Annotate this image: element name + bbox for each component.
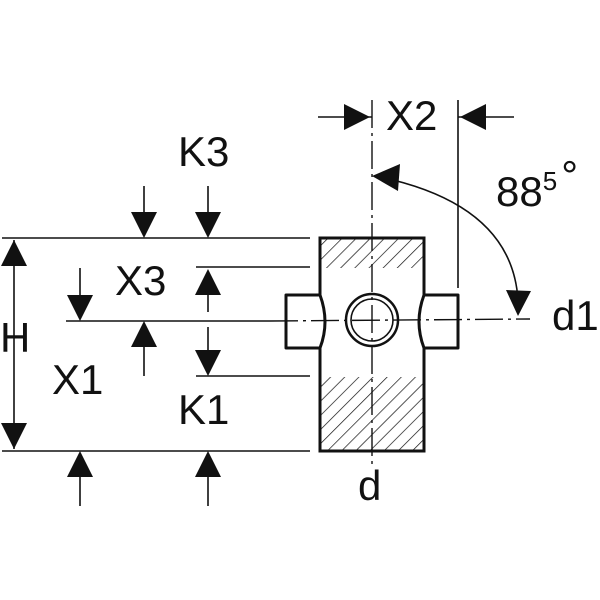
k3-left-arrowhead: [131, 212, 157, 238]
h-top-arrowhead: [1, 240, 27, 266]
h-bottom-arrowhead: [1, 423, 27, 449]
labels: K3 X2 X3 H X1 K1 d d1 885°: [0, 92, 599, 509]
right-branch: [417, 293, 460, 350]
label-x3: X3: [115, 257, 166, 304]
angle-superscript: 5: [543, 166, 557, 196]
label-k1: K1: [178, 386, 229, 433]
x1-up-arrowhead: [131, 321, 157, 347]
x2-right-arrowhead: [460, 104, 486, 130]
label-h: H: [0, 314, 30, 361]
label-d: d: [358, 462, 381, 509]
angle-start-arrowhead: [372, 164, 400, 191]
k1-down-arrowhead: [195, 350, 221, 376]
arrowheads: [1, 104, 531, 477]
angle-value: 88: [496, 168, 543, 215]
label-angle: 885°: [496, 152, 578, 215]
label-x1: X1: [52, 356, 103, 403]
angle-arc: [379, 176, 519, 301]
x3-up-arrowhead: [195, 269, 221, 295]
bottom-left-arrowhead: [67, 451, 93, 477]
x2-left-arrowhead: [344, 104, 370, 130]
label-d1: d1: [552, 292, 599, 339]
horizontal-centre-line: [269, 318, 531, 322]
label-x2: X2: [386, 92, 437, 139]
bottom-right-arrowhead: [195, 451, 221, 477]
x1-down-arrowhead: [67, 295, 93, 321]
angle-unit: °: [561, 152, 578, 199]
centre-lines: [269, 100, 531, 468]
k3-right-arrowhead: [195, 212, 221, 238]
label-k3: K3: [178, 128, 229, 175]
left-branch: [284, 293, 327, 350]
angle-end-arrowhead: [506, 290, 531, 316]
